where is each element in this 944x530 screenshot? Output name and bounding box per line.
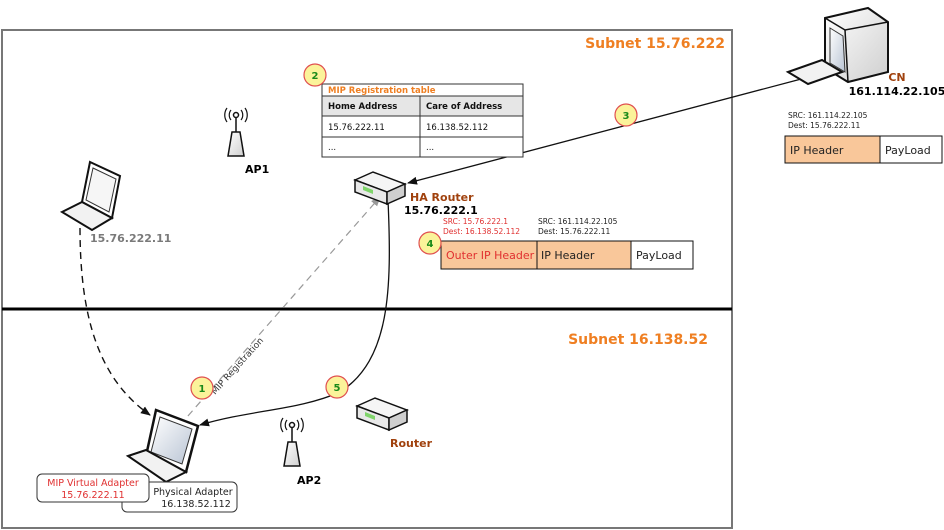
tunnel-arrow [199, 199, 390, 427]
table-row: 16.138.52.112 [426, 123, 488, 133]
step-badge: 5 [325, 375, 349, 399]
home-laptop-ip: 15.76.222.11 [90, 232, 171, 245]
wireless-access-point-icon[interactable] [224, 107, 248, 157]
inner-dest: Dest: 15.76.222.11 [538, 227, 610, 236]
subnet-home-title: Subnet 15.76.222 [585, 36, 725, 52]
tunnel-payload-label: PayLoad [636, 249, 682, 262]
table-row: ... [328, 143, 336, 153]
step-badge: 4 [418, 231, 442, 255]
inner-ip-header-label: IP Header [541, 249, 595, 262]
step-badge: 1 [190, 376, 214, 400]
cn-packet-ip-header-label: IP Header [790, 144, 844, 157]
svg-text:1: 1 [199, 384, 206, 395]
step-badge: 3 [614, 103, 638, 127]
wireless-access-point-icon[interactable] [280, 417, 304, 467]
table-title: MIP Registration table [328, 86, 436, 96]
desktop-computer-icon[interactable] [785, 6, 889, 86]
cn-name: CN [888, 71, 905, 84]
subnet-frame [1, 29, 733, 529]
cn-packet-src: SRC: 161.114.22.105 [788, 111, 868, 120]
outer-ip-header-label: Outer IP Header [446, 249, 535, 262]
svg-text:5: 5 [334, 383, 341, 394]
cn-to-ha-arrow [407, 77, 806, 185]
cn-ip: 161.114.22.105 [849, 85, 944, 98]
outer-ip-header [440, 240, 538, 270]
cn-packet-ip-header [784, 135, 881, 164]
inner-ip-header [536, 240, 632, 270]
table-row: 15.76.222.11 [328, 123, 385, 133]
table-row: ... [426, 143, 434, 153]
cn-packet-dest: Dest: 15.76.222.11 [788, 121, 860, 130]
table-header-home: Home Address [328, 102, 397, 112]
router-icon[interactable] [353, 171, 407, 206]
svg-text:4: 4 [427, 239, 434, 250]
virtual-adapter-label: MIP Virtual Adapter [47, 478, 139, 489]
svg-text:3: 3 [623, 111, 630, 122]
laptop-icon[interactable] [59, 160, 122, 232]
inner-src: SRC: 161.114.22.105 [538, 217, 618, 226]
cn-packet-payload-label: PayLoad [885, 144, 931, 157]
outer-dest: Dest: 16.138.52.112 [443, 227, 520, 236]
laptop-icon[interactable] [125, 408, 200, 484]
tunnel-payload [630, 240, 694, 270]
virtual-adapter-ip: 15.76.222.11 [61, 490, 124, 501]
mip-registration-label: MIP Registration [210, 336, 266, 397]
router-name: Router [390, 437, 433, 450]
registration-table: MIP Registration table Home Address Care… [321, 83, 524, 158]
ap1-label: AP1 [245, 163, 269, 176]
physical-adapter-ip: 16.138.52.112 [161, 499, 231, 510]
step-badge: 2 [303, 63, 327, 87]
ha-router-name: HA Router [410, 191, 474, 204]
outer-src: SRC: 15.76.222.1 [443, 217, 508, 226]
subnet-foreign-title: Subnet 16.138.52 [568, 332, 708, 348]
router-icon[interactable] [355, 397, 409, 432]
physical-adapter-label: Physical Adapter [153, 487, 232, 498]
svg-text:2: 2 [312, 71, 319, 82]
virtual-adapter-box [36, 473, 150, 503]
ap2-label: AP2 [297, 474, 321, 487]
cn-packet-payload [879, 135, 943, 164]
ha-router-ip: 15.76.222.1 [404, 204, 478, 217]
table-header-coa: Care of Address [426, 102, 502, 112]
move-arrow [79, 227, 151, 416]
